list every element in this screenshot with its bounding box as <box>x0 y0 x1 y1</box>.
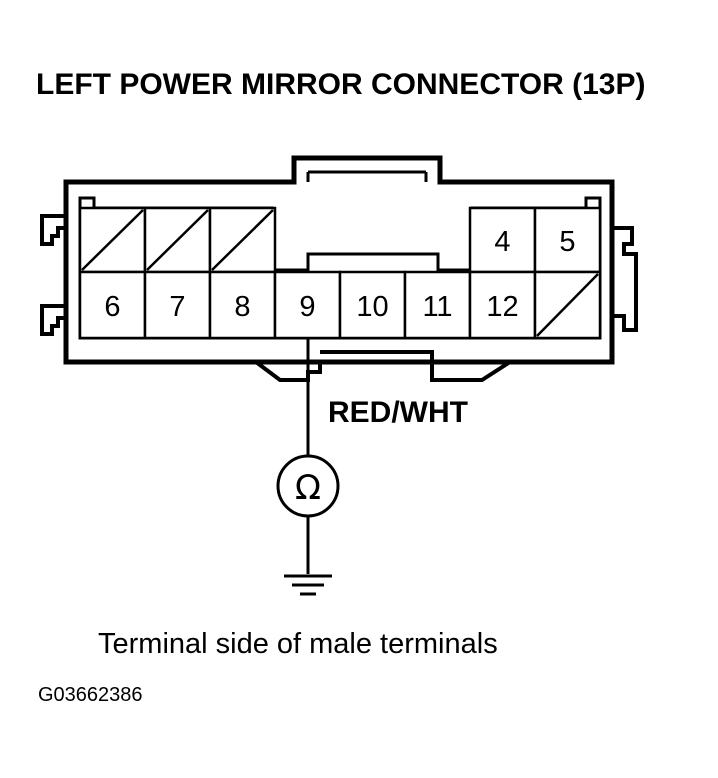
left-latch-lower <box>40 304 66 336</box>
terminal-number: 6 <box>104 291 120 323</box>
cavity-outline <box>78 270 147 340</box>
cavity-outline <box>468 206 537 274</box>
terminal-number: 11 <box>422 291 452 323</box>
unused-cavity-slash <box>81 209 144 271</box>
wire-color-label: RED/WHT <box>328 396 468 429</box>
terminal-number: 12 <box>486 291 518 323</box>
connector-skirt <box>66 360 322 382</box>
empty-cavity <box>143 206 212 274</box>
terminal-8: 8 <box>208 270 277 340</box>
cavity-outline <box>468 270 537 340</box>
terminal-6: 6 <box>78 270 147 340</box>
ground-icon <box>284 574 332 596</box>
empty-cavity <box>208 206 277 274</box>
cavity-outline <box>403 270 472 340</box>
terminal-9: 9 <box>273 270 342 340</box>
connector-skirt <box>320 350 612 382</box>
terminal-number: 4 <box>494 226 510 258</box>
empty-cavity <box>533 270 602 340</box>
lower-terminal-row: 6 7 8 9 10 11 12 <box>78 270 602 340</box>
terminal-12: 12 <box>468 270 537 340</box>
terminal-5: 5 <box>533 206 602 274</box>
figure-id: G03662386 <box>38 684 143 706</box>
left-latch-upper <box>40 214 66 246</box>
cavity-outline <box>533 206 602 274</box>
terminal-7: 7 <box>143 270 212 340</box>
unused-cavity-slash <box>211 209 274 271</box>
terminal-4: 4 <box>468 206 537 274</box>
unused-cavity-slash <box>536 273 599 337</box>
ohmmeter-icon: Ω <box>276 454 340 518</box>
diagram-title: LEFT POWER MIRROR CONNECTOR (13P) <box>36 68 646 101</box>
cavity-outline <box>143 270 212 340</box>
terminal-number: 8 <box>234 291 250 323</box>
right-latch <box>612 226 638 332</box>
cavity-outline <box>273 270 342 340</box>
terminal-10: 10 <box>338 270 407 340</box>
terminal-number: 5 <box>559 226 575 258</box>
terminal-11: 11 <box>403 270 472 340</box>
terminal-number: 10 <box>356 291 388 323</box>
terminal-number: 9 <box>299 291 315 323</box>
empty-cavity <box>78 206 147 274</box>
diagram-caption: Terminal side of male terminals <box>98 628 498 660</box>
ohm-symbol: Ω <box>295 468 321 508</box>
terminal-number: 7 <box>169 291 185 323</box>
unused-cavity-slash <box>146 209 209 271</box>
